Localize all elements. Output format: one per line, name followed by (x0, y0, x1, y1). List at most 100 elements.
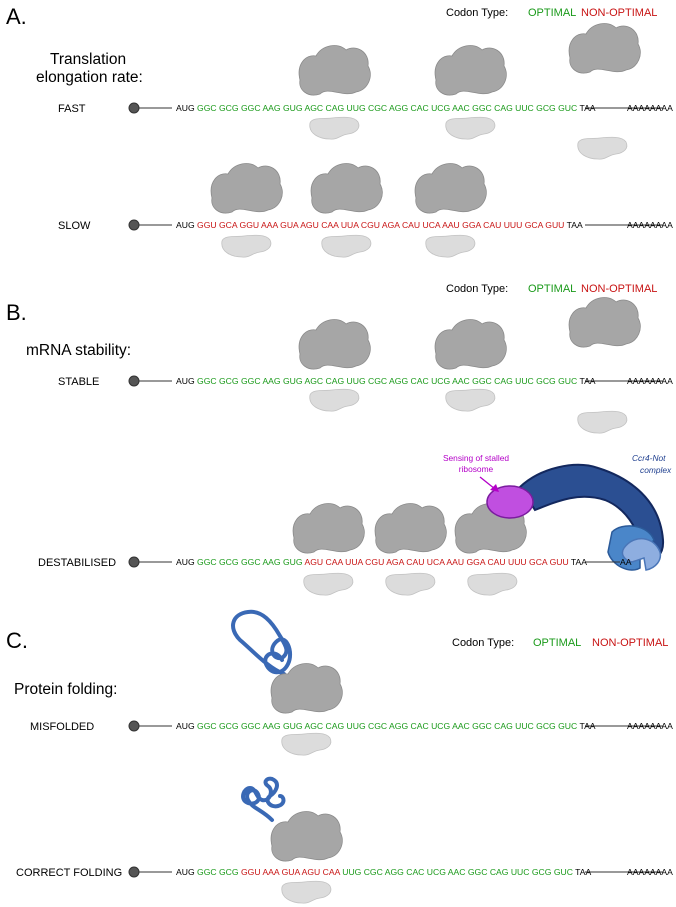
codon-optimal: AAG (262, 721, 283, 731)
start-codon: AUG (176, 721, 197, 731)
codon-non-optimal: AAA (261, 220, 280, 230)
row-label: CORRECT FOLDING (16, 867, 122, 879)
start-codon: AUG (176, 557, 197, 567)
codon-optimal: GGC (241, 557, 263, 567)
ribosome-large-subunit (414, 162, 487, 214)
codon-optimal: CAG (494, 721, 515, 731)
codon-sequence: AUG GGU GCA GGU AAA GUA AGU CAA UUA CGU … (176, 220, 583, 230)
ribosome-small-subunit (281, 732, 332, 756)
codon-optimal: GCG (536, 103, 558, 113)
ribosome-small-subunit (221, 234, 272, 258)
codon-optimal: UCG (431, 721, 452, 731)
ribosome-small-subunit (303, 572, 354, 596)
codon-optimal: CGC (368, 721, 389, 731)
start-codon: AUG (176, 220, 197, 230)
ribosome-small-subunit (425, 234, 476, 258)
codon-optimal: GGC (472, 721, 494, 731)
mrna-row-correct-folding: CORRECT FOLDING AUG GGC GCG GGU AAA GUA … (16, 776, 673, 904)
codon-optimal: GCG (536, 721, 558, 731)
codon-optimal: AAC (452, 103, 472, 113)
poly-a-tail: AAAAAAAA (627, 376, 673, 386)
codon-non-optimal: UUU (504, 220, 525, 230)
legend-label: Codon Type: (452, 637, 514, 649)
section-c-legend: Codon Type: OPTIMAL NON-OPTIMAL (452, 637, 668, 649)
stall-sensing-label-line-1: Sensing of stalled (443, 453, 509, 463)
codon-non-optimal: GUU (545, 220, 566, 230)
poly-a-tail: AAAAAAAA (627, 867, 673, 877)
stop-codon: TAA (575, 867, 591, 877)
codon-non-optimal: AGA (382, 220, 402, 230)
codon-optimal: UUC (515, 721, 536, 731)
codon-optimal: GGC (241, 103, 263, 113)
codon-non-optimal: GUA (282, 867, 302, 877)
codon-non-optimal: CGU (365, 557, 386, 567)
mrna-row-destabilised: DESTABILISED AUG GGC GCG GGC AAG GUG AGU… (38, 453, 672, 596)
mrna-row-slow: SLOW AUG GGU GCA GGU AAA GUA AGU CAA UUA… (58, 162, 673, 258)
codon-non-optimal: CAA (323, 867, 343, 877)
ribosome-small-subunit (385, 572, 436, 596)
start-codon: AUG (176, 376, 197, 386)
codon-optimal: UUC (511, 867, 532, 877)
stall-sensing-label-line-2: ribosome (459, 464, 494, 474)
codon-optimal: GGC (241, 721, 263, 731)
codon-non-optimal: GCA (219, 220, 240, 230)
row-label: MISFOLDED (30, 721, 94, 733)
codon-optimal: GCG (219, 867, 241, 877)
mrna-5-prime-cap (128, 720, 140, 732)
ribosome-small-subunit (321, 234, 372, 258)
codon-optimal: GGC (197, 103, 219, 113)
codon-optimal: GCG (219, 557, 241, 567)
codon-sequence: AUG GGC GCG GGC AAG GUG AGC CAG UUG CGC … (176, 103, 596, 113)
mrna-row-stable: STABLE AUG GGC GCG GGC AAG GUG AGC CAG U… (58, 296, 673, 434)
mrna-row-fast: FAST AUG GGC GCG GGC AAG GUG AGC CAG UUG… (58, 22, 673, 160)
mrna-5-prime-cap (128, 102, 140, 114)
ccr4-not-label-line-2: complex (640, 465, 672, 475)
codon-optimal: CAG (326, 376, 347, 386)
codon-optimal: GGC (472, 103, 494, 113)
ribosome-large-subunit (434, 318, 507, 370)
codon-optimal: UUG (347, 376, 368, 386)
ribosome-large-subunit (298, 318, 371, 370)
codon-optimal: GUC (558, 376, 579, 386)
section-a-heading-line-1: Translation (50, 51, 126, 68)
codon-optimal: GCG (532, 867, 554, 877)
codon-optimal: UCG (431, 376, 452, 386)
ribosome-large-subunit (310, 162, 383, 214)
codon-optimal: GGC (241, 376, 263, 386)
codon-optimal: GCG (536, 376, 558, 386)
codon-non-optimal: CAU (483, 220, 504, 230)
codon-optimal: AGC (305, 721, 326, 731)
codon-non-optimal: UCA (423, 220, 443, 230)
codon-optimal: GGC (468, 867, 490, 877)
codon-non-optimal: GGU (197, 220, 219, 230)
codon-non-optimal: CAU (402, 220, 423, 230)
mrna-5-prime-cap (128, 219, 140, 231)
codon-non-optimal: UUA (341, 220, 361, 230)
ribosome-small-subunit-released (577, 136, 628, 160)
codon-optimal: GUG (283, 721, 305, 731)
legend-label: Codon Type: (446, 7, 508, 19)
codon-non-optimal: CAU (487, 557, 508, 567)
codon-sequence: AUG GGC GCG GGC AAG GUG AGU CAA UUA CGU … (176, 557, 587, 567)
codon-optimal: AGG (389, 721, 411, 731)
codon-optimal: GCG (219, 103, 241, 113)
codon-non-optimal: AAA (262, 867, 281, 877)
ribosome-large-subunit (270, 810, 343, 862)
codon-optimal: AAG (262, 557, 283, 567)
codon-optimal: CAG (494, 103, 515, 113)
codon-optimal: AAG (262, 376, 283, 386)
codon-non-optimal: UUU (508, 557, 529, 567)
start-codon: AUG (176, 867, 197, 877)
ccr4-not-label-line-1: Ccr4-Not (632, 453, 666, 463)
section-a-letter: A. (6, 4, 27, 29)
ribosome-large-subunit-released (568, 22, 641, 74)
ribosome-small-subunit (445, 388, 496, 412)
codon-optimal: CAG (490, 867, 511, 877)
codon-optimal: GCG (219, 721, 241, 731)
start-codon: AUG (176, 103, 197, 113)
poly-a-tail: AAAAAAAA (627, 103, 673, 113)
codon-optimal: CGC (368, 103, 389, 113)
misfolded-protein-chain (231, 609, 293, 676)
codon-optimal: CAC (411, 376, 432, 386)
